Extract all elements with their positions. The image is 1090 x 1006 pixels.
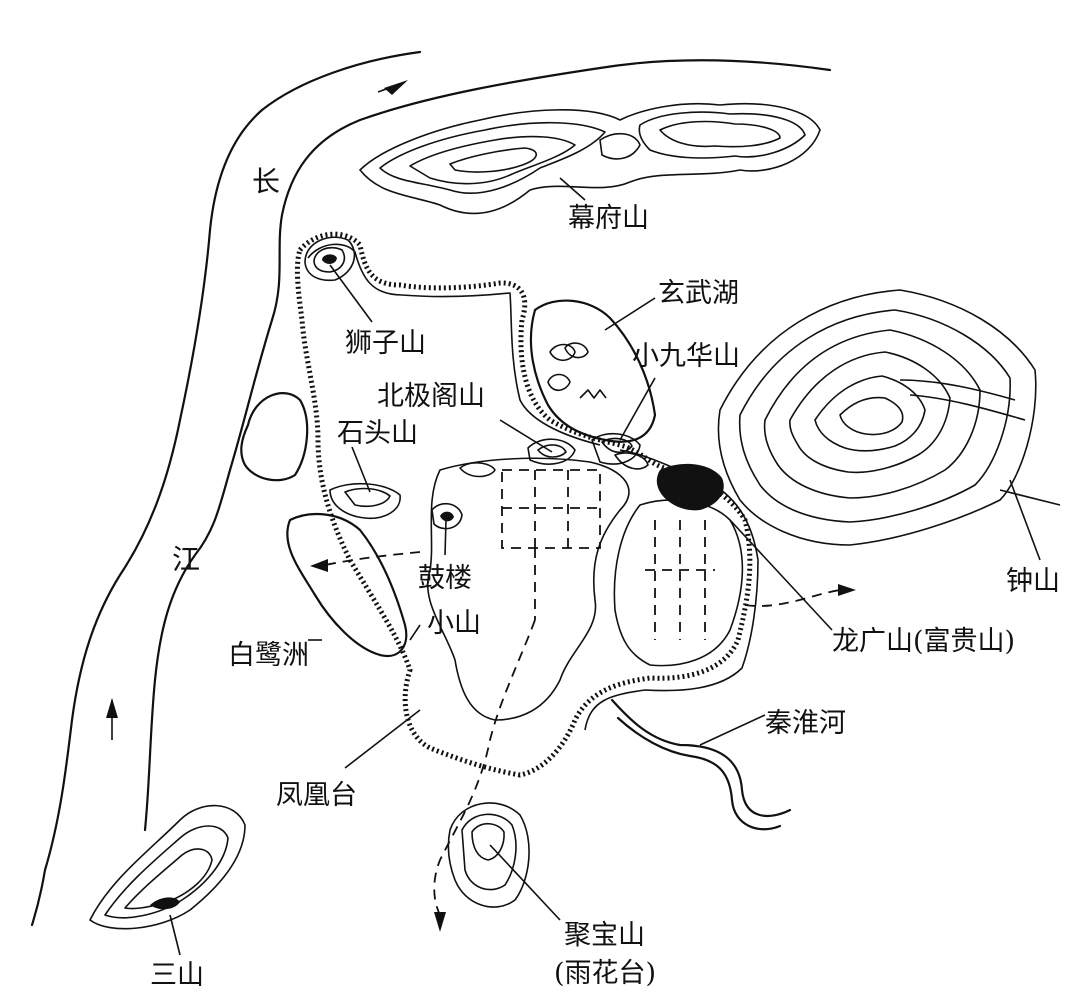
west-route-dashed xyxy=(324,551,421,566)
label-bailuzhou: 白鹭洲 xyxy=(228,640,309,671)
label-jubaoshan: 聚宝山 xyxy=(564,920,645,951)
label-xiaoshan: 小山 xyxy=(427,608,481,639)
inner-city-outline xyxy=(426,457,630,721)
label-qinhuaihe: 秦淮河 xyxy=(765,708,846,739)
eastern-palace-outline xyxy=(613,499,744,667)
mufushan-contours xyxy=(359,102,821,215)
east-route-dashed xyxy=(744,589,841,607)
river-flow-arrow-top-shaft xyxy=(377,83,401,93)
bailuzhou-island xyxy=(286,513,408,658)
river-flow-arrow-icon xyxy=(384,80,408,95)
city-wall-dotted-line xyxy=(294,231,753,778)
qinhuaihe-river-bank xyxy=(616,716,782,831)
jubaoshan-contours xyxy=(447,802,530,908)
west-route-arrow-icon xyxy=(310,559,328,572)
label-gulou: 鼓楼 xyxy=(418,563,472,594)
zhongshan-contours xyxy=(717,289,1061,546)
shitoushan-contours xyxy=(329,462,496,530)
shizishan-contours xyxy=(304,236,356,282)
label-xuanwuhu: 玄武湖 xyxy=(658,278,739,309)
leader-lines xyxy=(169,177,1041,956)
west-small-lake xyxy=(240,392,309,482)
label-xiaojiuhuashan: 小九华山 xyxy=(632,341,740,372)
yangtze-west-bank xyxy=(30,50,422,927)
city-wall-inner xyxy=(307,243,601,446)
south-axis-dashed xyxy=(433,619,536,916)
label-chang: 长 xyxy=(252,165,281,198)
label-beijigeshan: 北极阁山 xyxy=(377,381,485,412)
beijige-contours xyxy=(527,432,649,470)
label-jiang: 江 xyxy=(172,543,201,576)
sanshan-contours xyxy=(89,804,246,930)
label-sanshan: 三山 xyxy=(150,960,204,991)
label-shizishan: 狮子山 xyxy=(345,328,426,359)
east-route-arrow-icon xyxy=(838,584,856,596)
south-axis-arrow-icon xyxy=(434,912,446,932)
longguangshan-mass xyxy=(656,463,724,511)
qinhuaihe-river xyxy=(610,698,792,818)
label-longguangshan: 龙广山(富贵山) xyxy=(832,626,1016,657)
palace-grid-dashed xyxy=(501,469,715,640)
label-zhongshan: 钟山 xyxy=(1006,566,1060,597)
label-yuhuatai: (雨花台) xyxy=(554,958,657,989)
label-fenghuangtai: 凤凰台 xyxy=(276,780,357,811)
label-mufushan: 幕府山 xyxy=(568,203,649,234)
label-shitoushan: 石头山 xyxy=(337,418,418,449)
yangtze-east-bank xyxy=(143,59,832,832)
xuanwuhu-lake xyxy=(529,299,657,443)
